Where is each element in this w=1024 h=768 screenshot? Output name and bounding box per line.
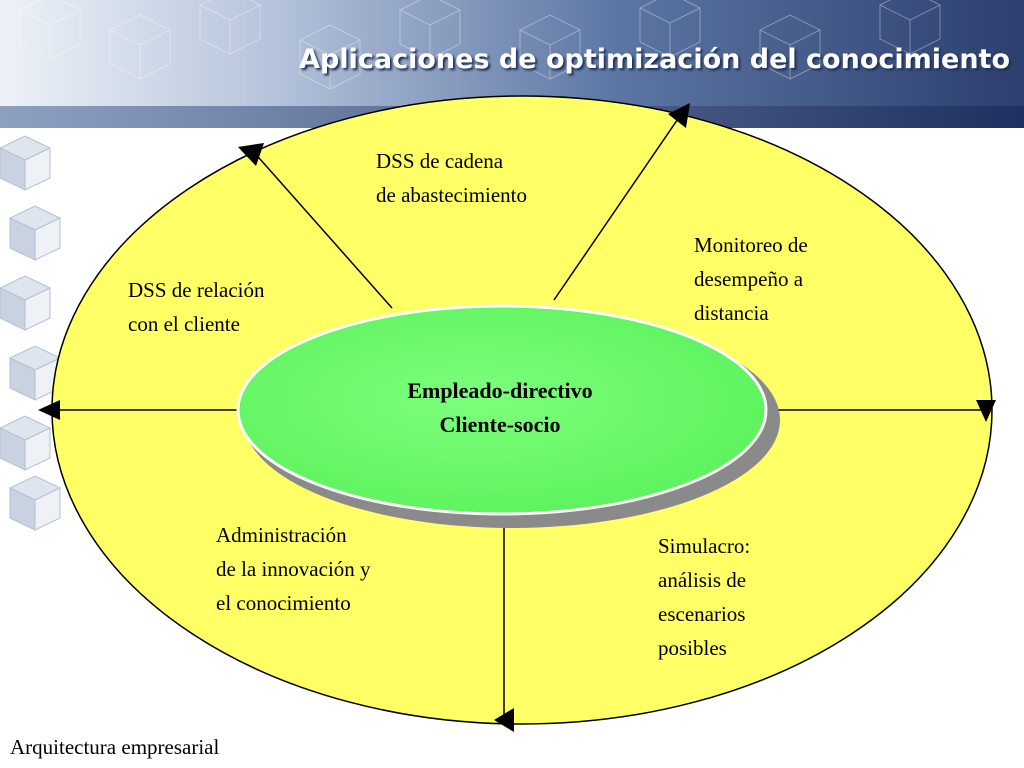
arrowhead-upper-left	[238, 143, 264, 166]
arrowhead-bottom	[494, 708, 514, 732]
segment-label-upper-left: DSS de relación con el cliente	[128, 278, 265, 336]
arrowheads	[38, 103, 996, 732]
segment-label-lower-right: Simulacro: análisis de escenarios posibl…	[658, 534, 751, 660]
line-upper-left	[251, 149, 393, 309]
arrowhead-upper-right	[668, 103, 690, 128]
arrowhead-left	[38, 400, 60, 420]
center-label: Empleado-directivo Cliente-socio	[350, 374, 650, 442]
left-cube-decoration	[0, 135, 62, 531]
header-cube-pattern	[18, 0, 942, 90]
slide-title: Aplicaciones de optimización del conocim…	[299, 44, 1010, 75]
segment-label-top: DSS de cadena de abastecimiento	[376, 149, 528, 207]
segment-label-upper-right: Monitoreo de desempeño a distancia	[694, 233, 808, 325]
line-upper-right	[553, 112, 683, 301]
center-line-1: Empleado-directivo	[407, 378, 593, 403]
arrowhead-right	[976, 400, 996, 422]
header-banner	[0, 0, 1024, 128]
center-ellipse	[236, 304, 768, 516]
connector-lines	[48, 112, 986, 720]
segment-label-lower-left: Administración de la innovación y el con…	[216, 523, 371, 615]
footer-text: Arquitectura empresarial	[10, 735, 220, 759]
center-line-2: Cliente-socio	[439, 412, 561, 437]
